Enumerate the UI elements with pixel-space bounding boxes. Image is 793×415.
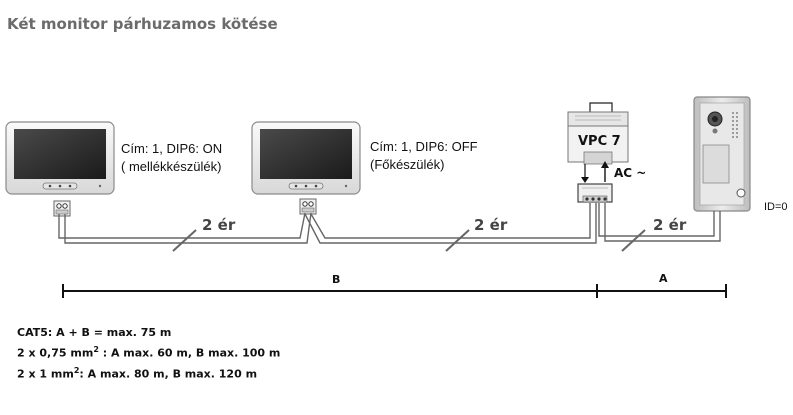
monitor-2-role: (Főkészülék)	[370, 157, 445, 172]
diagram-title: Két monitor párhuzamos kötése	[7, 15, 278, 33]
note-1mm-sup: 2	[73, 365, 80, 375]
wires	[58, 203, 721, 244]
note-1mm-pre: 2 x 1 mm	[17, 367, 74, 381]
monitor-1	[5, 121, 115, 195]
note-1mm: 2 x 1 mm2: A max. 80 m, B max. 120 m	[17, 362, 280, 383]
power-supply-label: VPC 7	[578, 134, 621, 149]
note-075mm: 2 x 0,75 mm2 : A max. 60 m, B max. 100 m	[17, 341, 280, 362]
cable-notes: CAT5: A + B = max. 75 m 2 x 0,75 mm2 : A…	[17, 324, 280, 382]
wire-bundle-marks	[172, 229, 646, 252]
note-1mm-post: : A max. 80 m, B max. 120 m	[79, 367, 258, 381]
monitor-1-label: Cím: 1, DIP6: ON ( mellékkészülék)	[121, 140, 222, 176]
monitor-1-address: Cím: 1, DIP6: ON	[121, 141, 223, 156]
monitor-2-label: Cím: 1, DIP6: OFF (Főkészülék)	[370, 138, 478, 174]
dimension-b-label: B	[332, 273, 341, 286]
wire-label-1: 2 ér	[202, 216, 236, 234]
note-075mm-post: : A max. 60 m, B max. 100 m	[98, 346, 281, 360]
note-cat5: CAT5: A + B = max. 75 m	[17, 326, 172, 339]
door-station-id: ID=0	[764, 201, 788, 213]
note-075mm-sup: 2	[93, 345, 99, 354]
monitor-1-role: ( mellékkészülék)	[121, 159, 222, 174]
wire-label-3: 2 ér	[653, 216, 687, 234]
door-station	[693, 96, 751, 212]
monitor-2-address: Cím: 1, DIP6: OFF	[370, 139, 478, 154]
power-supply	[567, 102, 629, 183]
wire-label-2: 2 ér	[474, 216, 508, 234]
monitor-2	[251, 121, 361, 195]
dimension-line	[62, 284, 727, 298]
ac-input-label: AC ~	[614, 166, 647, 180]
dimension-a-label: A	[659, 272, 668, 285]
bus-module	[577, 183, 613, 203]
monitor-2-terminal	[299, 198, 317, 215]
note-075mm-pre: 2 x 0,75 mm	[17, 346, 94, 360]
monitor-1-terminal	[53, 200, 71, 217]
